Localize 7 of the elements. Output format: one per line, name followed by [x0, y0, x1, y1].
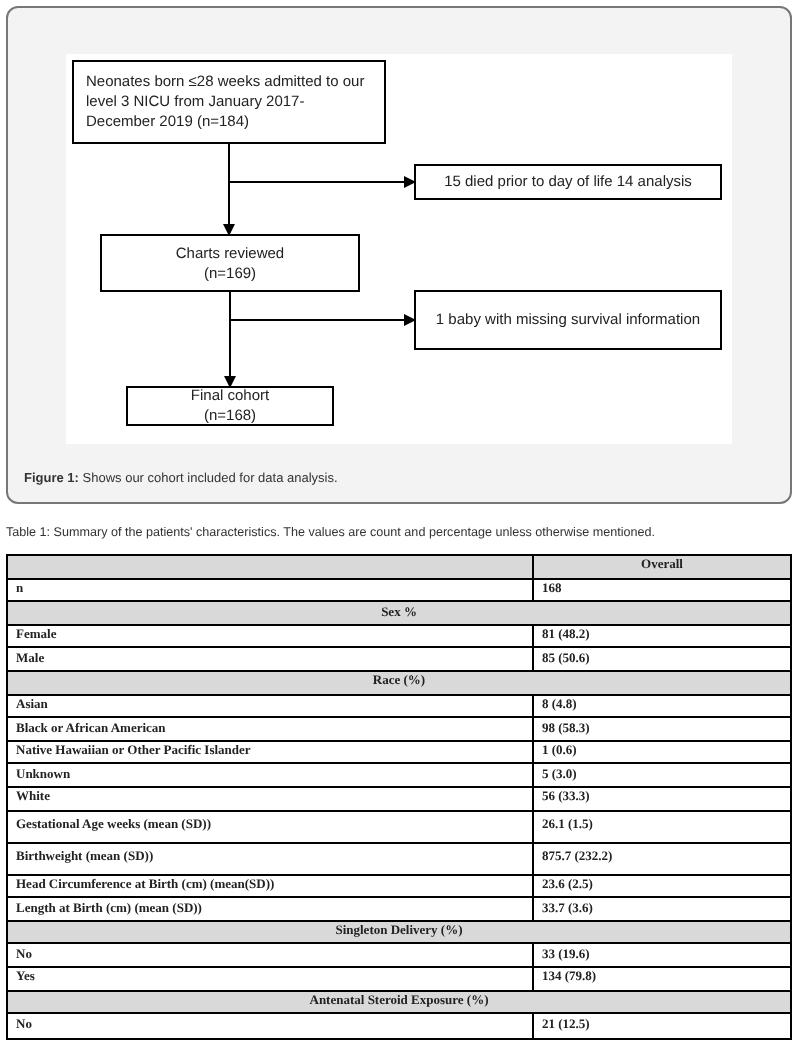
process-box [100, 234, 360, 292]
process-box [126, 386, 334, 426]
arrow [228, 143, 416, 188]
process-box [414, 164, 722, 200]
process-box [414, 290, 722, 350]
process-box [72, 60, 386, 144]
arrow [229, 291, 416, 326]
